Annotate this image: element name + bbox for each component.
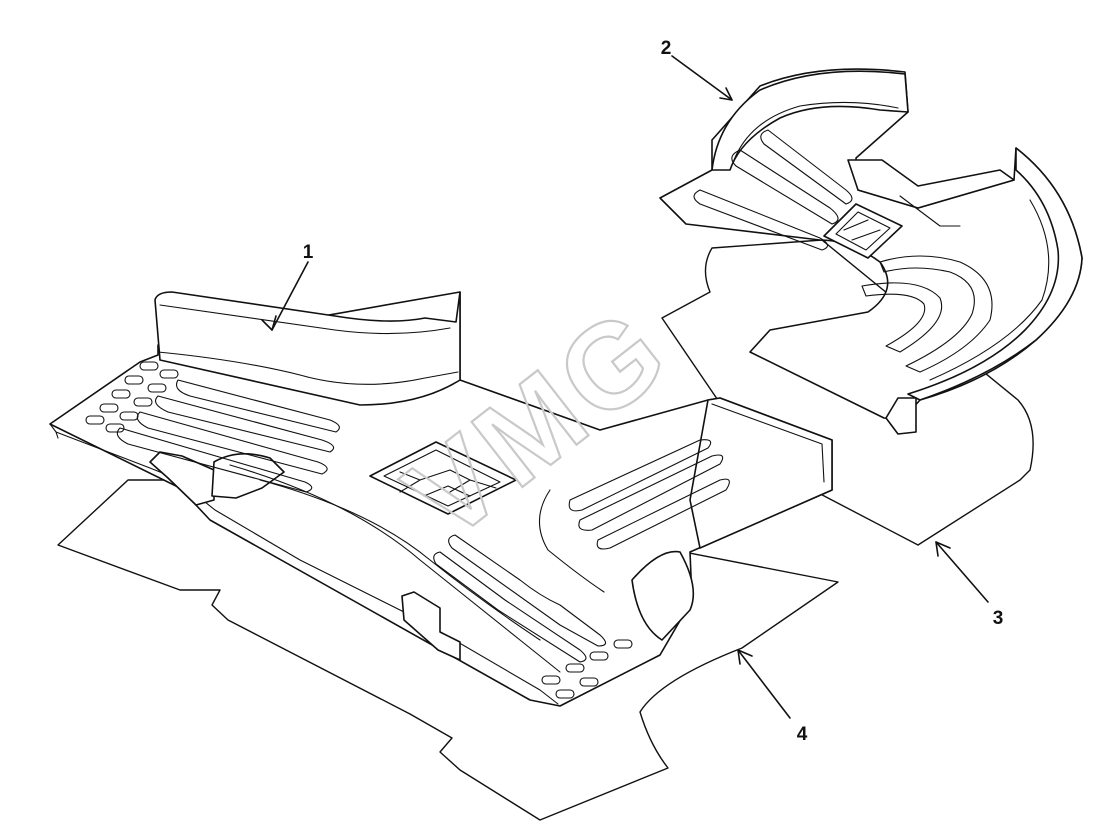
front-floor-mat-1 — [49, 291, 833, 707]
callout-4: 4 — [797, 724, 808, 745]
callout-1: 1 — [303, 242, 314, 263]
logo-emblem-icon-rear — [823, 203, 903, 259]
rear-floor-mat-2 — [659, 68, 1083, 435]
callout-3: 3 — [993, 608, 1004, 629]
logo-emblem-icon — [369, 441, 517, 515]
callout-2: 2 — [661, 38, 672, 59]
leader-lines — [261, 55, 989, 719]
